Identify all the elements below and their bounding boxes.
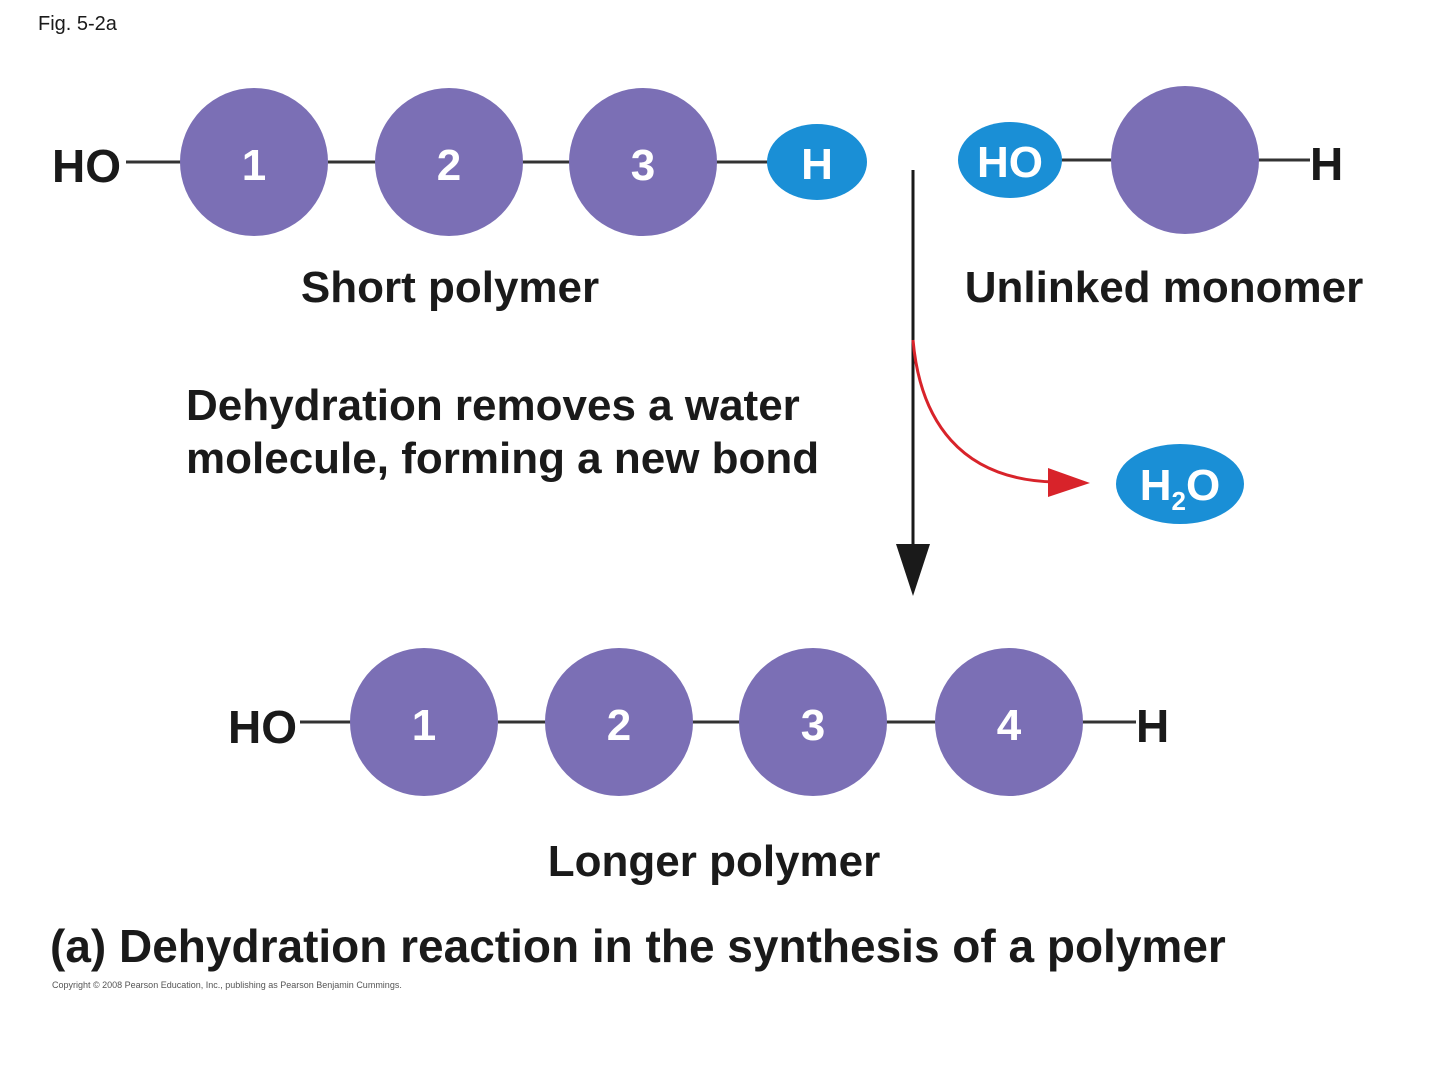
hydrogen-end-label: H bbox=[1310, 138, 1343, 190]
monomer-3 bbox=[739, 648, 887, 796]
water-arrowhead-icon bbox=[1048, 468, 1090, 497]
copyright-notice: Copyright © 2008 Pearson Education, Inc.… bbox=[52, 980, 402, 990]
monomer-label: 4 bbox=[997, 701, 1022, 750]
hydrogen-label: H bbox=[801, 140, 833, 189]
monomer-label: 3 bbox=[801, 701, 825, 750]
longer-polymer: HO 1 2 3 4 H Longer polymer bbox=[228, 648, 1169, 886]
monomer-unlabeled bbox=[1111, 86, 1259, 234]
water-label-subscript: 2 bbox=[1172, 486, 1186, 516]
hydroxyl-end-label: HO bbox=[228, 701, 297, 753]
monomer-label: 2 bbox=[437, 141, 461, 190]
hydroxyl-end-label: HO bbox=[52, 140, 121, 192]
short-polymer-caption: Short polymer bbox=[301, 263, 599, 312]
water-molecule: H2O bbox=[1116, 444, 1244, 524]
water-release-arrow bbox=[911, 339, 1056, 484]
reaction-arrowhead-icon bbox=[896, 544, 930, 596]
monomer-label: 2 bbox=[607, 701, 631, 750]
reaction-description-line1: Dehydration removes a water bbox=[186, 381, 800, 430]
monomer-2 bbox=[375, 88, 523, 236]
reaction-arrows bbox=[896, 170, 1090, 596]
unlinked-monomer: HO H Unlinked monomer bbox=[958, 86, 1363, 312]
monomer-label: 1 bbox=[412, 701, 436, 750]
monomer-4 bbox=[935, 648, 1083, 796]
figure-label: Fig. 5-2a bbox=[38, 13, 118, 35]
monomer-1 bbox=[350, 648, 498, 796]
short-polymer: HO 1 2 3 H Short polymer bbox=[52, 88, 867, 312]
water-ellipse bbox=[1116, 444, 1244, 524]
water-label-o: O bbox=[1186, 461, 1220, 510]
water-label-h: H bbox=[1140, 461, 1172, 510]
monomer-label: 3 bbox=[631, 141, 655, 190]
monomer-1 bbox=[180, 88, 328, 236]
panel-caption: (a) Dehydration reaction in the synthesi… bbox=[50, 920, 1226, 972]
monomer-label: 1 bbox=[242, 141, 266, 190]
hydrogen-end-label: H bbox=[1136, 700, 1169, 752]
water-label: H2O bbox=[1140, 461, 1220, 516]
longer-polymer-caption: Longer polymer bbox=[548, 837, 881, 886]
unlinked-monomer-caption: Unlinked monomer bbox=[965, 263, 1364, 312]
hydroxyl-label: HO bbox=[977, 138, 1043, 187]
hydroxyl-group bbox=[958, 122, 1062, 198]
monomer-3 bbox=[569, 88, 717, 236]
monomer-2 bbox=[545, 648, 693, 796]
hydrogen-atom bbox=[767, 124, 867, 200]
reaction-description-line2: molecule, forming a new bond bbox=[186, 434, 819, 483]
